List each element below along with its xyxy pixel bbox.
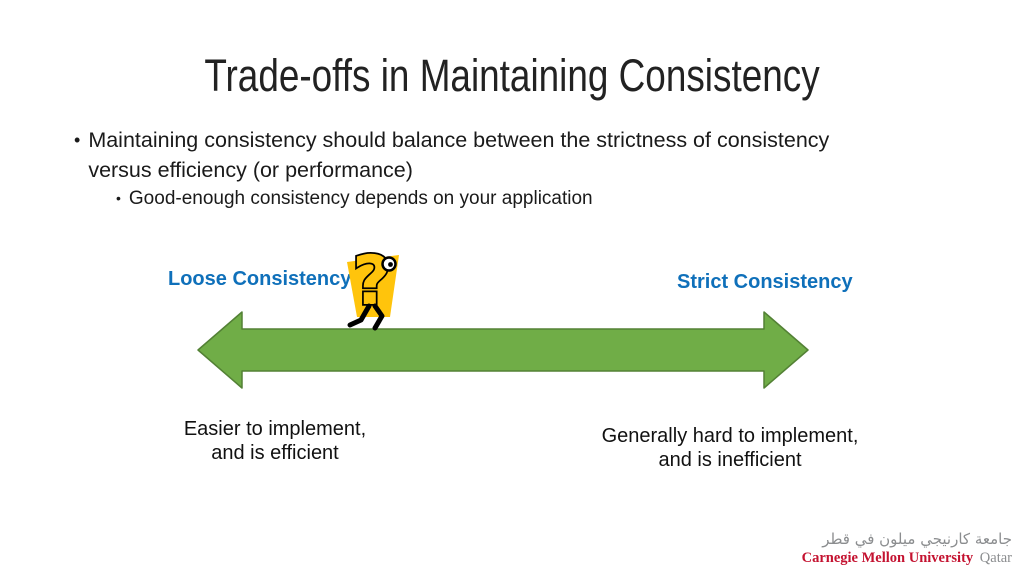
bullet-icon: •: [74, 130, 81, 150]
logo-university-name: Carnegie Mellon University: [801, 550, 974, 566]
left-end-caption: Easier to implement, and is efficient: [183, 418, 367, 464]
page-title: Trade-offs in Maintaining Consistency: [204, 50, 820, 101]
loose-consistency-label: Loose Consistency: [168, 268, 352, 290]
question-mark-character-icon: ?: [347, 248, 399, 331]
bullet-sub-text: Good-enough consistency depends on your …: [128, 188, 593, 209]
right-end-caption: Generally hard to implement, and is inef…: [601, 425, 859, 471]
logo-english-text: Carnegie Mellon University Qatar: [802, 549, 1012, 568]
strict-consistency-label: Strict Consistency: [677, 271, 853, 293]
logo-campus-name: Qatar: [979, 550, 1012, 566]
bullet-icon: •: [116, 190, 121, 206]
bullet-main: • Maintaining consistency should balance…: [74, 125, 930, 185]
bullet-main-text: Maintaining consistency should balance b…: [88, 128, 830, 182]
bullet-sub: • Good-enough consistency depends on you…: [116, 186, 816, 211]
logo-arabic-text: جامعة كارنيجي ميلون في قطر: [822, 530, 1012, 548]
svg-text:?: ?: [352, 248, 391, 321]
double-headed-arrow-icon: [197, 311, 809, 389]
university-logo: جامعة كارنيجي ميلون في قطر Carnegie Mell…: [802, 530, 1012, 568]
